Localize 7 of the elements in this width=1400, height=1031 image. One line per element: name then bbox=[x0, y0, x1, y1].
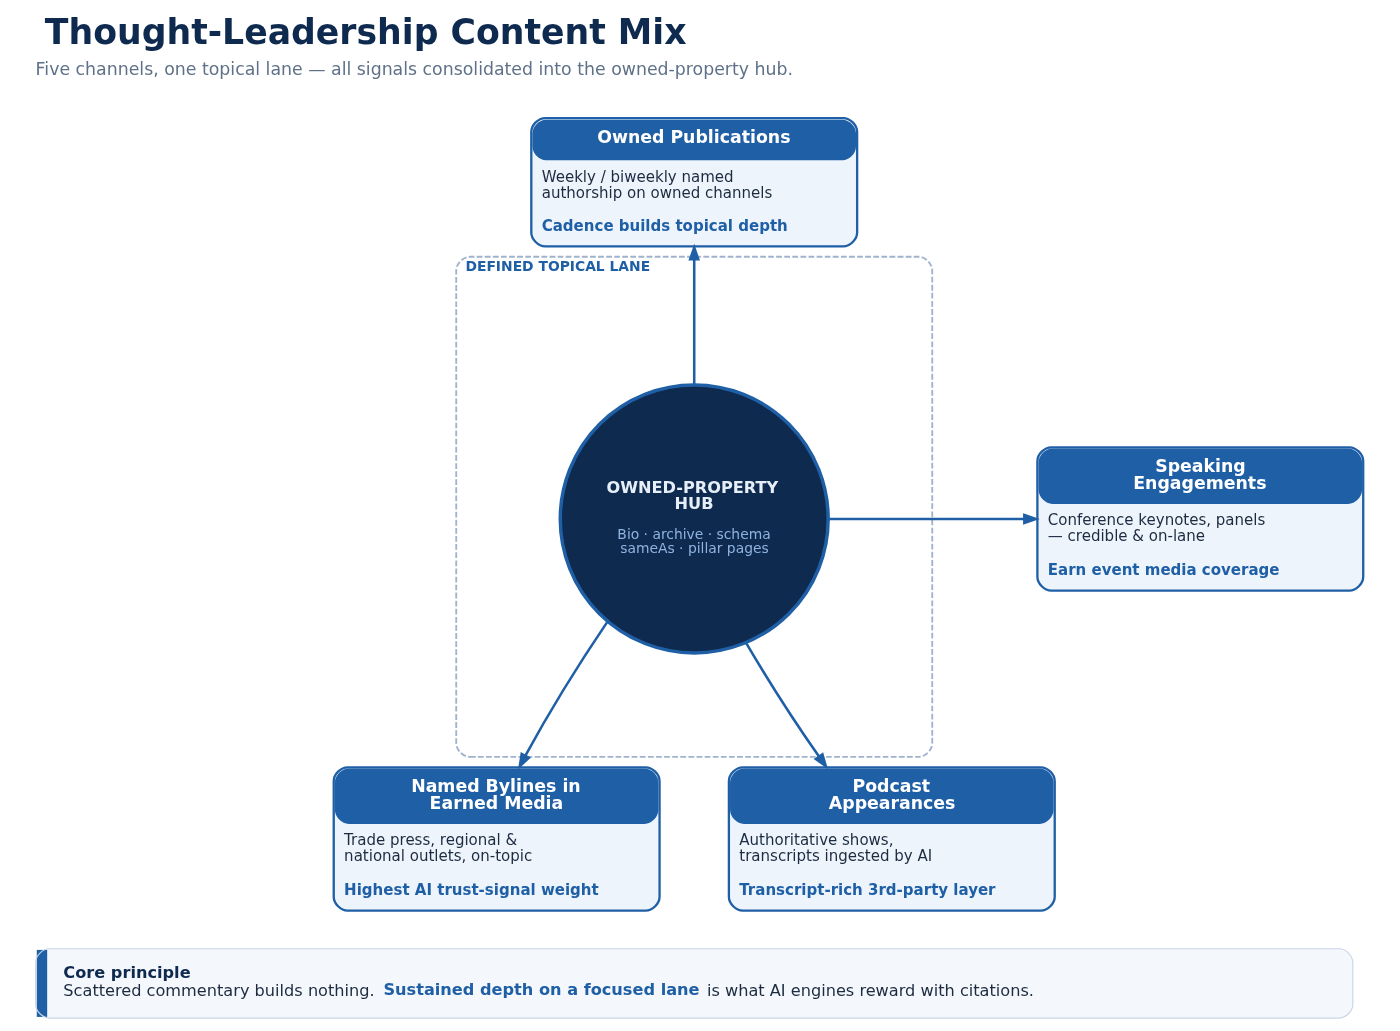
diagram-title: Thought-Leadership Content Mix bbox=[44, 12, 687, 53]
arrow bbox=[744, 642, 829, 770]
arrow bbox=[828, 513, 1040, 525]
arrow bbox=[688, 243, 701, 385]
label: Five channels, one topical lane — all signals consolidated into the owned-property hub. bbox=[35, 58, 794, 79]
node-circle: OWNED-PROPERTY HUB Bio · archive · schema sameAs · pillar pages bbox=[558, 383, 830, 655]
arrow bbox=[518, 620, 609, 770]
